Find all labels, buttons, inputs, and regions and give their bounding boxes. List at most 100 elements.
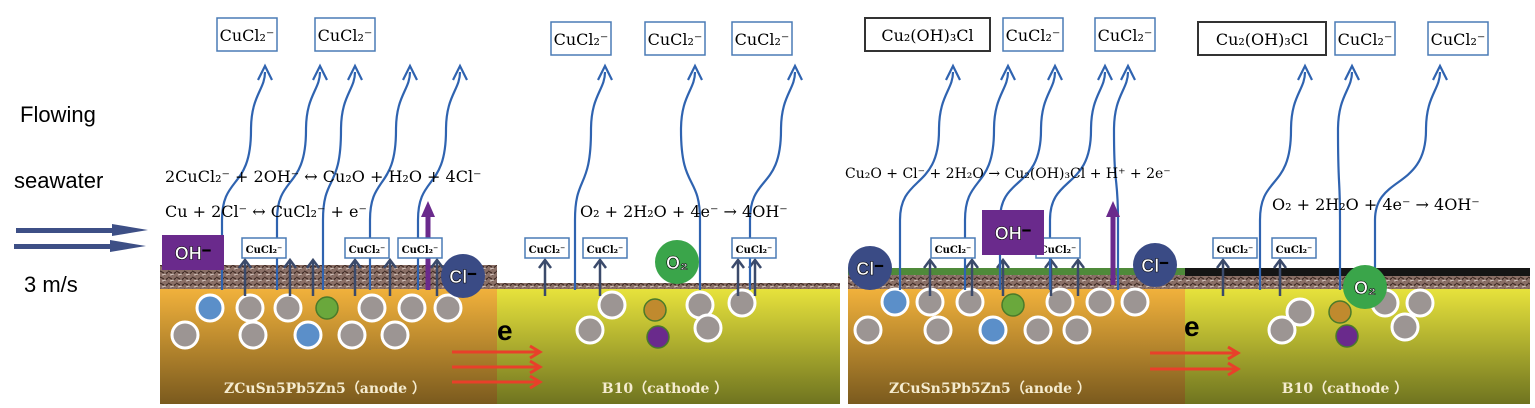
diffusion-path-arrow — [275, 63, 328, 290]
cucl2-small-label: CuCl₂⁻ — [344, 237, 390, 259]
box — [162, 235, 224, 270]
gray-atom-particle — [1085, 287, 1115, 317]
cucl2-product-box: CuCl₂⁻ — [644, 21, 706, 56]
blue-atom-particle — [293, 320, 323, 350]
up-arrow-icon — [923, 257, 937, 296]
diffusion-path-arrow — [573, 63, 613, 290]
arrow-head — [1047, 63, 1063, 81]
ion-circle — [848, 246, 892, 290]
box — [314, 17, 376, 52]
arrow-head — [312, 63, 328, 81]
up-arrow-icon — [538, 257, 552, 296]
cucl2-product-box: CuCl₂⁻ — [731, 21, 793, 56]
gray-atom-particle — [1120, 287, 1150, 317]
gray-atom-particle — [380, 320, 410, 350]
arrow-head — [945, 63, 961, 81]
o2-text: O₂ — [666, 253, 688, 273]
flow-arrow-icon — [14, 224, 148, 252]
cucl2-product-box: CuCl₂⁻ — [1334, 21, 1396, 56]
gray-atom-particle — [397, 293, 427, 323]
diffusion-path-arrow — [963, 63, 1016, 290]
cucl2-small-label: CuCl₂⁻ — [1212, 237, 1258, 259]
up-arrow-icon — [965, 257, 979, 296]
arrow-head — [529, 374, 543, 390]
electron-flow-arrow-icon — [1150, 345, 1241, 361]
orange-atom-particle — [1328, 300, 1352, 324]
up-arrow-icon — [1273, 257, 1287, 296]
gray-atom-particle — [1023, 315, 1053, 345]
left-cathode-label: B10（cathode ） — [602, 381, 728, 397]
box — [1094, 17, 1156, 52]
arrow-head — [529, 344, 543, 360]
right-anode-green-film — [848, 268, 1185, 275]
gray-atom-particle — [1405, 288, 1435, 318]
gray-atom-particle — [357, 293, 387, 323]
label-box — [731, 237, 777, 259]
arrow-head — [687, 63, 703, 81]
ion-circle — [655, 240, 699, 284]
cucl2-text: CuCl₂⁻ — [736, 245, 773, 256]
arrow-head — [402, 63, 418, 81]
green-atom-particle — [315, 296, 339, 320]
cucl2-text: CuCl₂⁻ — [529, 245, 566, 256]
box — [731, 21, 793, 56]
arrow-head — [347, 63, 363, 81]
seawater-label: seawater — [14, 168, 103, 193]
arrow-head — [787, 63, 803, 81]
diffusion-path-arrow — [321, 63, 363, 290]
arrow-head — [452, 63, 468, 81]
box — [216, 17, 278, 52]
label-box — [582, 237, 628, 259]
purple-particle — [1335, 324, 1359, 348]
cucl2-text: CuCl₂⁻ — [349, 245, 386, 256]
cucl2-text: CuCl₂⁻ — [1431, 30, 1486, 49]
cucl2-text: CuCl₂⁻ — [220, 26, 275, 45]
equation-right-cathode: O₂ + 2H₂O + 4e⁻ → 4OH⁻ — [1272, 195, 1480, 214]
diffusion-path-arrow — [748, 63, 803, 290]
purple-up-arrow-icon — [1106, 201, 1120, 285]
up-arrow-icon — [1071, 257, 1085, 296]
chloride-ion: Cl⁻ — [441, 254, 485, 298]
diffusion-line — [1373, 71, 1442, 290]
label-box — [1212, 237, 1258, 259]
diffusion-line — [963, 71, 1010, 290]
arrow-head — [593, 257, 607, 269]
cucl2-text: CuCl₂⁻ — [1338, 30, 1393, 49]
cu2oh3cl-product-box: Cu₂(OH)₃Cl — [1197, 21, 1327, 56]
arrow-head — [1432, 63, 1448, 81]
diffusion-path-arrow — [1373, 63, 1448, 290]
arrow-head — [923, 257, 937, 269]
cucl2-text: CuCl₂⁻ — [935, 245, 972, 256]
diffusion-line — [1048, 71, 1107, 290]
up-arrow-icon — [383, 257, 397, 296]
cucl2-text: CuCl₂⁻ — [1006, 26, 1061, 45]
arrow-head — [1106, 201, 1120, 217]
cu2oh3cl-text: Cu₂(OH)₃Cl — [881, 26, 973, 45]
up-arrow-icon — [430, 257, 444, 296]
arrow-head — [538, 257, 552, 269]
gray-atom-particle — [337, 320, 367, 350]
flowing-label: Flowing — [20, 102, 96, 127]
cucl2-product-box: CuCl₂⁻ — [1094, 17, 1156, 52]
cucl2-small-label: CuCl₂⁻ — [397, 237, 443, 259]
ion-circle — [1133, 243, 1177, 287]
cucl2-small-label: CuCl₂⁻ — [930, 237, 976, 259]
diffusion-line — [679, 71, 702, 290]
box — [1002, 17, 1064, 52]
cucl2-product-box: CuCl₂⁻ — [1427, 21, 1489, 56]
cl-text: Cl⁻ — [449, 267, 477, 287]
gray-atom-particle — [597, 290, 627, 320]
cl-text: Cl⁻ — [1141, 256, 1169, 276]
oxygen-molecule: O₂ — [655, 240, 699, 284]
diffusion-line — [220, 71, 267, 290]
arrow-head — [1227, 345, 1241, 361]
chloride-ion: Cl⁻ — [1133, 243, 1177, 287]
cucl2-text: CuCl₂⁻ — [648, 30, 703, 49]
box — [1334, 21, 1396, 56]
diffusion-line — [1336, 71, 1354, 290]
up-arrow-icon — [283, 257, 297, 296]
up-arrow-icon — [306, 257, 320, 296]
arrow-head — [383, 257, 397, 269]
gray-atom-particle — [273, 293, 303, 323]
arrow-head — [1344, 63, 1360, 81]
